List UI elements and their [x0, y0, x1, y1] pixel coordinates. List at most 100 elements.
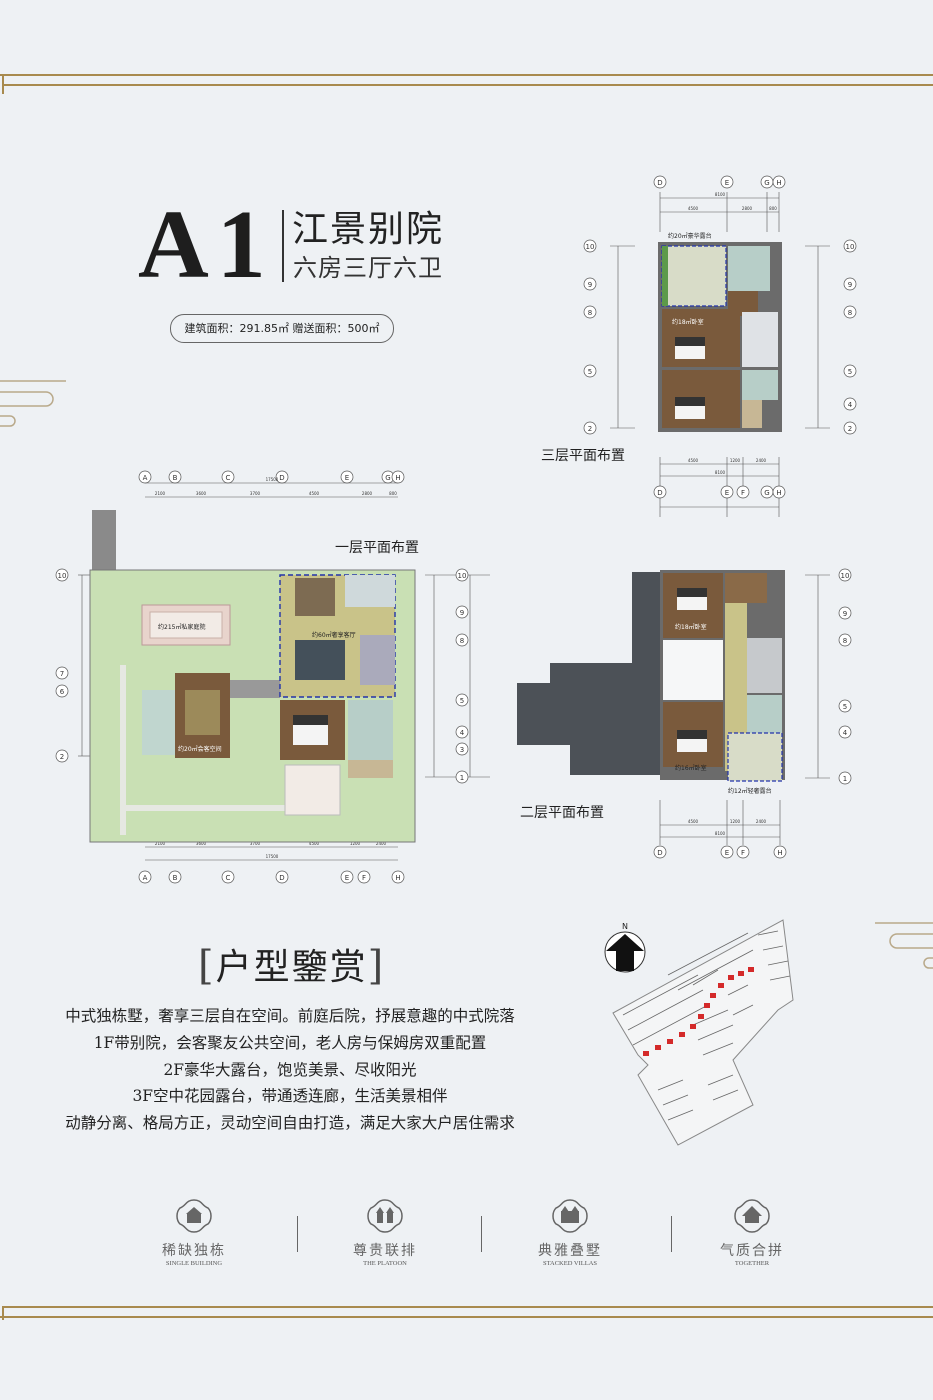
- layout-description: 六房三厅六卫: [293, 254, 443, 282]
- border-corner: [2, 74, 4, 94]
- dimension: 8100: [715, 831, 726, 836]
- dimension: 17500: [266, 477, 279, 482]
- room-label: 约16㎡卧室: [675, 764, 707, 772]
- feature-title: 稀缺独栋: [162, 1243, 226, 1259]
- dimension: 4500: [309, 841, 320, 846]
- axis-label: 8: [843, 637, 847, 645]
- axis-label: E: [725, 849, 729, 857]
- axis-label: 5: [460, 697, 464, 705]
- axis-label: B: [173, 874, 178, 882]
- dimension: 8100: [715, 192, 726, 197]
- dimension: 4500: [309, 491, 320, 496]
- dimension: 8100: [715, 470, 726, 475]
- axis-label: 1: [460, 774, 464, 782]
- dimension: 2400: [756, 819, 767, 824]
- room-label: 约60㎡奢享客厅: [312, 631, 356, 639]
- feature-subtitle: SINGLE BUILDING: [165, 1260, 223, 1267]
- dimension: 3700: [250, 841, 261, 846]
- axis-label: 10: [58, 572, 67, 580]
- appreciation-title: 户型鑒赏: [215, 947, 368, 988]
- feature-stacked-villas: 典雅叠墅 STACKED VILLAS: [510, 1198, 630, 1267]
- dimension: 2800: [742, 206, 753, 211]
- project-name: 江景别院: [292, 209, 445, 250]
- axis-label: D: [279, 874, 284, 882]
- north-label: N: [622, 922, 628, 931]
- axis-label: 5: [843, 703, 847, 711]
- dimension: 800: [769, 206, 777, 211]
- feature-subtitle: TOGETHER: [734, 1260, 770, 1267]
- highlighted-units: [643, 967, 754, 1056]
- bottom-border-line-inner: [0, 1316, 933, 1318]
- axis-label: H: [776, 179, 781, 187]
- axis-label: F: [362, 874, 366, 882]
- dimension: 3600: [196, 491, 207, 496]
- feature-subtitle: STACKED VILLAS: [542, 1260, 598, 1267]
- floor3-plan: D E G H D E F G H 10 9 8 5 2 10 9 8 5 4 …: [583, 175, 857, 517]
- axis-label: A: [143, 874, 148, 882]
- feature-divider: [297, 1216, 298, 1252]
- axis-label: 10: [586, 243, 595, 251]
- axis-label: F: [741, 489, 745, 497]
- axis-label: H: [395, 874, 400, 882]
- axis-label: 6: [60, 688, 65, 696]
- left-scroll-ornament: [0, 380, 66, 427]
- dimension: 2100: [155, 841, 166, 846]
- feature-platoon: 尊贵联排 THE PLATOON: [325, 1198, 445, 1267]
- axis-label: G: [764, 179, 769, 187]
- site-map: N: [604, 919, 794, 1146]
- axis-label: E: [725, 179, 729, 187]
- text-line: 3F空中花园露台，带通透连廊，生活美景相伴: [132, 1087, 448, 1106]
- stacked-villa-icon: [552, 1199, 588, 1233]
- text-line: 动静分离、格局方正，灵动空间自由打造，满足大家大户居住需求: [65, 1114, 515, 1133]
- dimension: 3600: [196, 841, 207, 846]
- north-arrow-icon: [604, 931, 646, 973]
- border-corner: [2, 1306, 4, 1320]
- floor1-label: 一层平面布置: [335, 540, 419, 556]
- feature-single-building: 稀缺独栋 SINGLE BUILDING: [134, 1198, 254, 1267]
- dimension: 2100: [155, 491, 166, 496]
- axis-label: D: [279, 474, 284, 482]
- room-label: 约20㎡会客空间: [178, 745, 222, 753]
- axis-label: E: [725, 489, 729, 497]
- axis-label: H: [776, 489, 781, 497]
- axis-label: H: [777, 849, 782, 857]
- axis-label: 8: [848, 309, 852, 317]
- axis-label: 5: [848, 368, 852, 376]
- room-label: 约18㎡卧室: [672, 318, 704, 326]
- axis-label: A: [143, 474, 148, 482]
- axis-label: D: [657, 179, 662, 187]
- appreciation-text: 中式独栋墅，奢享三层自在空间。前庭后院，抒展意趣的中式院落 1F带别院，会客聚友…: [40, 1003, 540, 1137]
- room-label: 约20㎡豪华露台: [668, 232, 712, 240]
- area-info-pill: 建筑面积：291.85㎡ 赠送面积：500㎡: [170, 314, 394, 343]
- single-house-icon: [176, 1199, 212, 1233]
- axis-label: H: [395, 474, 400, 482]
- axis-label: 10: [458, 572, 467, 580]
- dimension: 800: [389, 491, 397, 496]
- floor2-plan: D E F H 10 9 8 5 4 1 4500 1200 2400 8100…: [517, 568, 852, 859]
- dimension: 4500: [688, 206, 699, 211]
- axis-label: 2: [588, 425, 592, 433]
- bottom-border-line: [4, 1306, 933, 1308]
- feature-divider: [671, 1216, 672, 1252]
- room-label: 约215㎡私家庭院: [158, 623, 205, 631]
- bracket-ornament: [: [198, 943, 216, 989]
- axis-label: F: [741, 849, 745, 857]
- axis-label: 1: [843, 775, 847, 783]
- feature-together: 气质合拼 TOGETHER: [692, 1198, 812, 1267]
- dimension: 4500: [688, 819, 699, 824]
- axis-label: 9: [848, 281, 852, 289]
- floor1-plan: A B C D E G H A B C D E F H 10 7 6 2 10 …: [55, 470, 490, 884]
- feature-title: 尊贵联排: [353, 1243, 417, 1259]
- text-line: 中式独栋墅，奢享三层自在空间。前庭后院，抒展意趣的中式院落: [65, 1007, 515, 1025]
- top-border-line-inner: [4, 84, 933, 86]
- dimension: 1200: [730, 458, 741, 463]
- axis-label: 9: [588, 281, 592, 289]
- dimension: 2400: [756, 458, 767, 463]
- axis-label: 8: [460, 637, 464, 645]
- axis-label: 2: [848, 425, 852, 433]
- townhouse-icon: [367, 1199, 403, 1233]
- title-divider: [282, 210, 284, 282]
- feature-divider: [481, 1216, 482, 1252]
- text-line: 2F豪华大露台，饱览美景、尽收阳光: [163, 1060, 417, 1079]
- dimension: 2800: [362, 491, 373, 496]
